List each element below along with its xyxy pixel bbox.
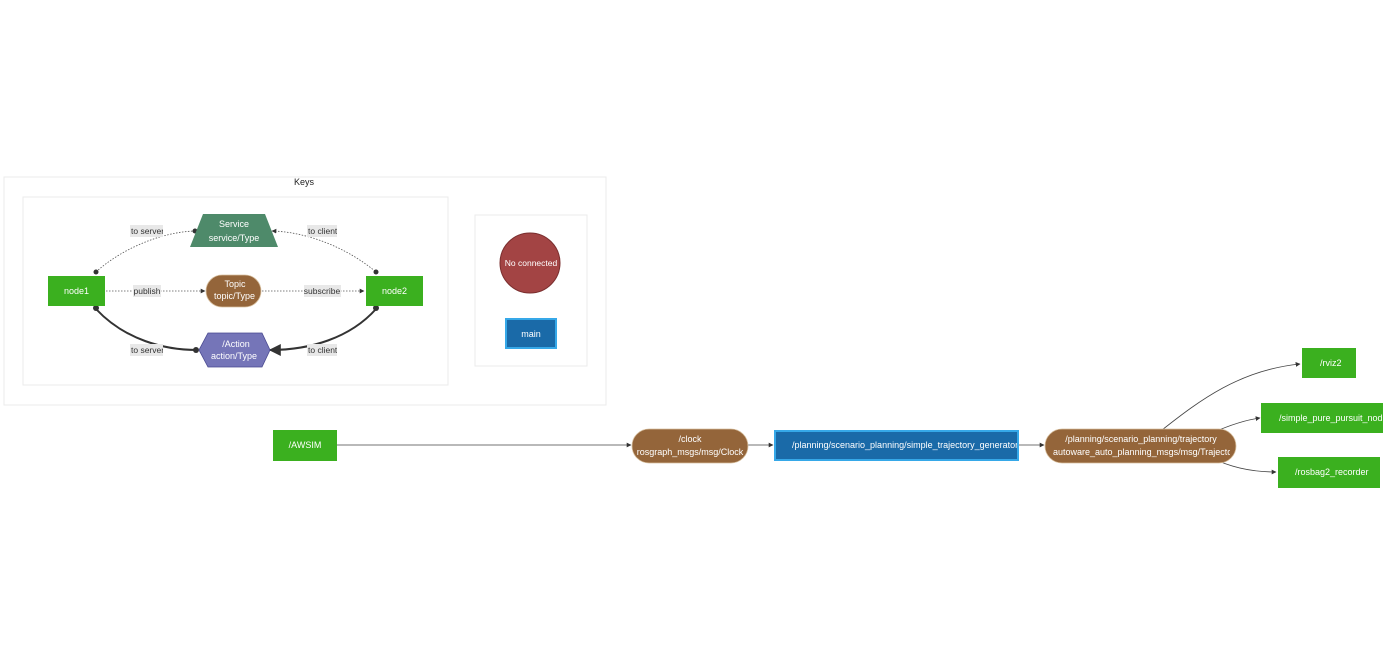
node-recorder-box <box>1278 457 1380 488</box>
edge-node1-to-action <box>95 308 198 351</box>
edge-dot-node2-top <box>373 269 379 275</box>
node-awsim-label: /AWSIM <box>289 440 322 450</box>
key-action-shape <box>198 332 271 368</box>
key-node1-label: node1 <box>64 286 89 296</box>
key-action-name: /Action <box>222 339 250 349</box>
node-rviz2-box <box>1302 348 1356 378</box>
key-node2-label: node2 <box>382 286 407 296</box>
node-generator-box <box>774 430 1019 461</box>
node-pure-pursuit-box <box>1261 403 1383 433</box>
key-service-type: service/Type <box>209 233 260 243</box>
edge-dot-node1-bottom <box>93 305 99 311</box>
edge-label-bg <box>130 344 163 356</box>
key-node1-box <box>48 276 105 306</box>
key-topic-shape <box>205 274 262 308</box>
topic-clock-type: rosgraph_msgs/msg/Clock <box>637 447 744 457</box>
key-action[interactable]: /Action action/Type <box>198 332 271 368</box>
key-action-type: action/Type <box>211 351 257 361</box>
topic-clock-name: /clock <box>678 434 702 444</box>
node-pure-pursuit-label: /simple_pure_pursuit_node <box>1279 413 1388 423</box>
node-recorder-label: /rosbag2_recorder <box>1295 467 1369 477</box>
key-node2-box <box>366 276 423 306</box>
edge-label-bg <box>304 285 341 297</box>
edge-dot-node2-bottom <box>373 305 379 311</box>
node-simple-pure-pursuit[interactable]: /simple_pure_pursuit_node <box>1261 403 1388 433</box>
edge-dot-action-left <box>193 347 199 353</box>
key-topic-name: Topic <box>224 279 246 289</box>
key-node2[interactable]: node2 <box>366 276 423 306</box>
edge-label-bg <box>133 285 161 297</box>
edge-label-to-server-action: to server <box>131 345 164 355</box>
key-service[interactable]: Service service/Type <box>190 214 278 247</box>
key-service-shape <box>190 214 278 247</box>
legend-no-connected-circle <box>499 232 561 294</box>
node-rosbag2-recorder[interactable]: /rosbag2_recorder <box>1278 457 1380 488</box>
node-generator-label: /planning/scenario_planning/simple_traje… <box>792 440 1018 450</box>
edge-trajectory-to-rviz <box>1161 362 1301 431</box>
node-rviz2-label: /rviz2 <box>1320 358 1342 368</box>
edge-label-subscribe: subscribe <box>304 286 341 296</box>
key-topic[interactable]: Topic topic/Type <box>205 274 262 308</box>
edge-label-bg <box>130 225 163 237</box>
key-topic-type: topic/Type <box>214 291 255 301</box>
edge-action-to-node2 <box>268 308 377 356</box>
legend-main-box <box>505 318 557 349</box>
legend-main-label: main <box>521 329 541 339</box>
keys-title: Keys <box>294 177 315 187</box>
node-rviz2[interactable]: /rviz2 <box>1302 348 1356 378</box>
topic-trajectory-type: autoware_auto_planning_msgs/msg/Trajecto… <box>1053 447 1240 457</box>
legend-main[interactable]: main <box>505 318 557 349</box>
edge-label-bg <box>307 225 337 237</box>
topic-clock[interactable]: /clock rosgraph_msgs/msg/Clock <box>631 428 749 464</box>
legend-no-connected[interactable]: No connected <box>499 232 561 294</box>
node-awsim-box <box>273 430 337 461</box>
topic-trajectory[interactable]: /planning/scenario_planning/trajectory a… <box>1044 428 1240 464</box>
edge-dot-node1-top <box>93 269 99 275</box>
node-simple-trajectory-generator[interactable]: /planning/scenario_planning/simple_traje… <box>774 430 1019 461</box>
key-service-name: Service <box>219 219 249 229</box>
edge-label-to-server-service: to server <box>131 226 164 236</box>
key-node1[interactable]: node1 <box>48 276 105 306</box>
edge-label-to-client-service: to client <box>308 226 338 236</box>
edge-service-to-node2 <box>271 228 377 273</box>
topic-clock-shape <box>631 428 749 464</box>
edge-label-bg <box>307 344 337 356</box>
legend-no-connected-label: No connected <box>505 258 558 268</box>
edge-label-publish: publish <box>134 286 161 296</box>
topic-trajectory-shape <box>1044 428 1237 464</box>
edge-label-to-client-action: to client <box>308 345 338 355</box>
topic-trajectory-name: /planning/scenario_planning/trajectory <box>1065 434 1217 444</box>
node-awsim[interactable]: /AWSIM <box>273 430 337 461</box>
